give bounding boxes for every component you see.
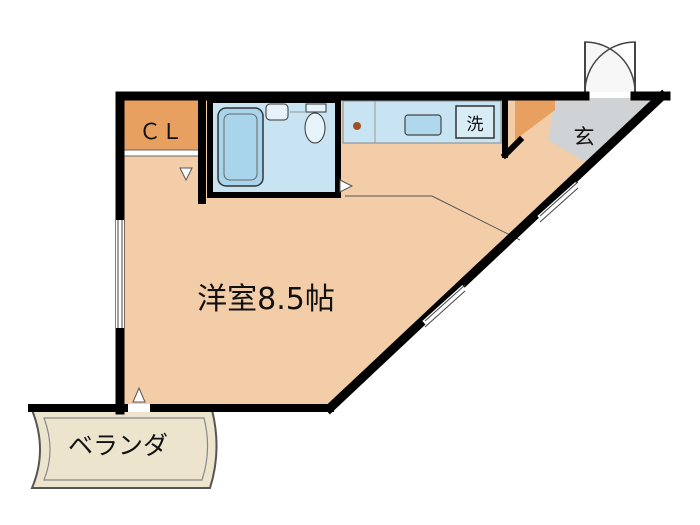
closet-area (120, 100, 202, 150)
veranda-label: ベランダ (68, 431, 168, 460)
washer-space (455, 105, 495, 139)
corridor-line (345, 195, 521, 241)
entrance-floor (548, 98, 662, 165)
entrance-label: 玄 (574, 125, 595, 149)
left-window (116, 220, 124, 328)
bath-door-arrow (339, 179, 354, 193)
veranda-door (128, 386, 150, 412)
veranda-area (30, 409, 218, 489)
closet-door-arrow (179, 167, 193, 182)
kitchen-sink-icon (404, 114, 442, 136)
sink-icon (265, 103, 289, 121)
stove-icon (353, 122, 361, 130)
entrance-door (584, 41, 636, 93)
diagonal-window-upper (537, 181, 581, 223)
washer-label: 洗 (467, 115, 484, 135)
shoe-cabinet (515, 100, 555, 140)
closet-label: ＣＬ (139, 120, 183, 145)
veranda-inner-rail (43, 417, 209, 481)
diagonal-window-lower (422, 284, 468, 328)
toilet-icon (304, 103, 327, 144)
bathtub-icon (217, 107, 264, 187)
closet-door-strip (123, 149, 203, 157)
main-room-label: 洋室8.5帖 (197, 282, 335, 317)
